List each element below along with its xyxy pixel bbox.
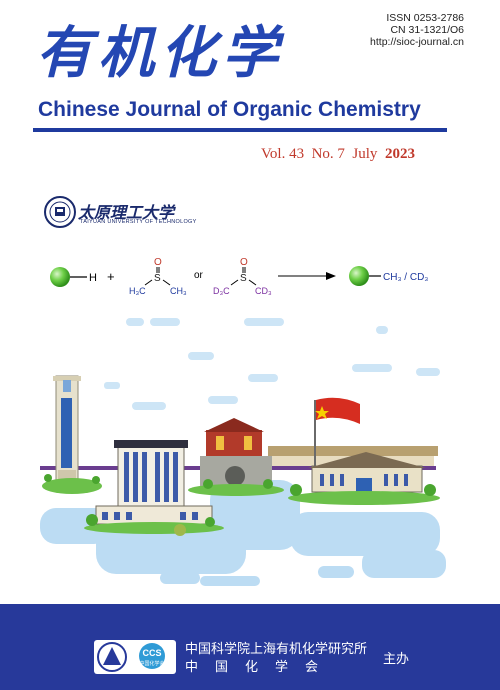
dmsod6-methyl-right: CD₃ [255,286,272,296]
journal-title-chinese: 有机化学 [36,20,284,86]
clouds [104,318,440,410]
ccs-logo-text: CCS [142,648,161,658]
dmso-methyl-right: CH₃ [170,286,187,296]
or-label: or [194,270,204,281]
clock-tower [53,375,81,484]
journal-url: http://sioc-journal.cn [370,36,464,48]
gate-tower [188,418,284,496]
china-flag-icon [314,397,360,472]
cn-number: CN 31-1321/O6 [390,24,464,36]
university-name-en: TAIYUAN UNIVERSITY OF TECHNOLOGY [80,219,197,225]
issue-year: 2023 [384,146,415,162]
sioc-logo-icon: CCS 中国化学会 [97,642,165,672]
university-name-cn: 太原理工大学 [78,203,175,222]
publisher-logos: CCS 中国化学会 [94,640,176,674]
dmso-sulfur: S [154,273,161,284]
dmsod6-oxygen: O [240,257,248,268]
volume: Vol. 43 [261,146,305,162]
university-seal-icon [44,196,76,228]
dmso-oxygen: O [154,257,162,268]
dmsod6-sulfur: S [240,273,247,284]
reactant-arene: H [50,267,97,287]
hydrogen-label: H [89,272,97,284]
journal-title-english: Chinese Journal of Organic Chemistry [38,98,421,121]
issue-info: Vol. 43 No. 7 July 2023 [261,146,415,163]
substrate-ball-icon [50,267,70,287]
dmso-molecule: O S H₃C CH₃ [129,257,187,296]
issn-number: ISSN 0253-2786 [386,12,464,24]
ccs-logo-subtext: 中国化学会 [139,660,164,667]
dmso-methyl-left: H₃C [129,286,146,296]
reaction-arrow [278,272,336,280]
issn-block: ISSN 0253-2786 CN 31-1321/O6 http://sioc… [370,12,464,48]
left-island [42,474,102,494]
plus-sign: + [107,269,115,284]
product-label: CH₃ / CD₃ [383,272,428,283]
dmso-d6-molecule: O S D₃C CD₃ [213,257,272,296]
title-divider [33,128,447,132]
issue-number: No. 7 [311,146,345,162]
publisher-sioc: 中国科学院上海有机化学研究所 [185,642,368,657]
product: CH₃ / CD₃ [349,266,428,286]
publisher-ccs: 中 国 化 学 会 [185,660,321,675]
product-ball-icon [349,266,369,286]
issue-month: July [352,146,378,162]
dmsod6-methyl-left: D₃C [213,286,230,296]
right-building [288,452,440,505]
reaction-scheme: H + O S H₃C CH₃ or O S D₃C CD₃ CH₃ / CD₃ [50,257,428,296]
main-building [84,440,224,536]
campus-illustration [40,318,446,586]
footer-band [0,604,500,690]
sponsor-label: 主办 [383,652,410,667]
